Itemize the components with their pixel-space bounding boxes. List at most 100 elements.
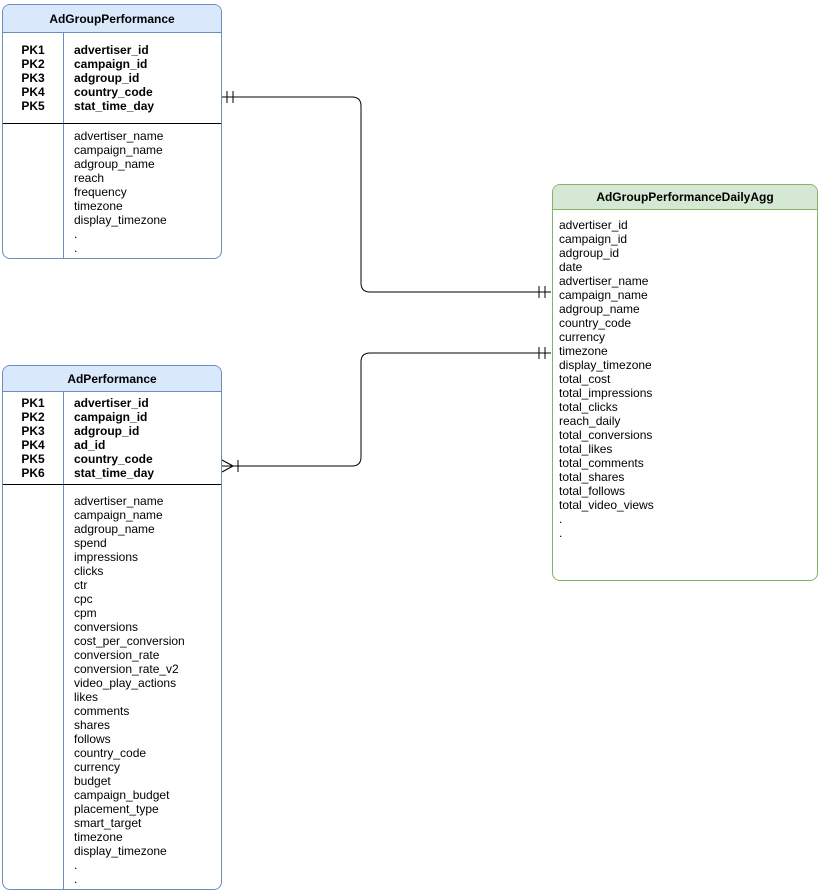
field-row: advertiser_name [559, 274, 649, 288]
pk-label: PK4 [21, 438, 45, 452]
pk-label: PK3 [21, 71, 45, 85]
field-row: adgroup_id [559, 246, 620, 260]
field-row: campaign_name [559, 288, 648, 302]
field-row: total_likes [559, 442, 613, 456]
field-row: impressions [74, 550, 139, 564]
pk-label: PK5 [21, 452, 45, 466]
field-row: conversions [74, 620, 139, 634]
field-row: campaign_budget [74, 788, 170, 802]
field-row: . [74, 227, 78, 241]
field-row: . [74, 858, 78, 872]
field-row: display_timezone [559, 358, 652, 372]
pk-field: advertiser_id [74, 396, 149, 410]
field-row: total_cost [559, 372, 611, 386]
field-row: adgroup_name [559, 302, 640, 316]
field-row: date [559, 260, 583, 274]
field-row: display_timezone [74, 844, 167, 858]
table-title: AdGroupPerformance [3, 5, 221, 33]
relationship-line [222, 96, 551, 293]
field-row: total_impressions [559, 386, 653, 400]
field-row: total_follows [559, 484, 626, 498]
field-row: timezone [74, 830, 123, 844]
field-row: timezone [559, 344, 608, 358]
field-row: total_conversions [559, 428, 653, 442]
pk-label: PK1 [21, 396, 45, 410]
relationship-adperformance-dailyagg [221, 347, 551, 473]
table-title: AdPerformance [3, 366, 221, 392]
pk-label: PK2 [21, 57, 45, 71]
pk-field: advertiser_id [74, 43, 149, 57]
field-row: conversion_rate [74, 648, 160, 662]
field-row: budget [74, 774, 111, 788]
field-row: placement_type [74, 802, 159, 816]
field-row: . [559, 512, 563, 526]
field-row: reach [74, 171, 105, 185]
empty-key-column [3, 485, 64, 889]
relationship-adgroupperformance-dailyagg [222, 91, 551, 298]
field-row: total_comments [559, 456, 644, 470]
pk-field: adgroup_id [74, 71, 140, 85]
field-row: adgroup_name [74, 157, 155, 171]
field-row: reach_daily [559, 414, 621, 428]
pk-label: PK2 [21, 410, 45, 424]
field-row: advertiser_name [74, 129, 164, 143]
relationship-line [222, 352, 551, 467]
field-row: display_timezone [74, 213, 167, 227]
field-row: timezone [74, 199, 123, 213]
field-row: comments [74, 704, 130, 718]
field-row: . [74, 241, 78, 255]
field-row: total_video_views [559, 498, 654, 512]
entity-table-adgroupperformancedailyagg: AdGroupPerformanceDailyAgg advertiser_id… [552, 184, 818, 581]
pk-field: stat_time_day [74, 466, 155, 480]
field-row: frequency [74, 185, 127, 199]
field-row: shares [74, 718, 111, 732]
field-row: total_clicks [559, 400, 618, 414]
field-row: cpc [74, 592, 93, 606]
field-row: currency [559, 330, 606, 344]
field-row: . [559, 526, 563, 540]
crows-foot-marker [221, 465, 234, 473]
pk-field: stat_time_day [74, 99, 155, 113]
field-row: cost_per_conversion [74, 634, 185, 648]
field-row: campaign_id [559, 232, 628, 246]
pk-label: PK4 [21, 85, 45, 99]
field-row: currency [74, 760, 121, 774]
pk-field: adgroup_id [74, 424, 140, 438]
field-row: follows [74, 732, 111, 746]
pk-field: ad_id [74, 438, 106, 452]
pk-label: PK6 [21, 466, 45, 480]
field-row: advertiser_name [74, 494, 164, 508]
field-row: ctr [74, 578, 88, 592]
field-row: clicks [74, 564, 104, 578]
field-row: campaign_name [74, 508, 163, 522]
pk-field: country_code [74, 452, 153, 466]
field-row: country_code [559, 316, 632, 330]
field-row: smart_target [74, 816, 142, 830]
field-row: advertiser_id [559, 218, 628, 232]
table-title: AdGroupPerformanceDailyAgg [553, 185, 817, 210]
field-row: likes [74, 690, 99, 704]
field-row: spend [74, 536, 107, 550]
crows-foot-marker [221, 459, 234, 467]
pk-field: country_code [74, 85, 153, 99]
field-row: campaign_name [74, 143, 163, 157]
pk-label: PK5 [21, 99, 45, 113]
pk-label: PK1 [21, 43, 45, 57]
field-row: adgroup_name [74, 522, 155, 536]
